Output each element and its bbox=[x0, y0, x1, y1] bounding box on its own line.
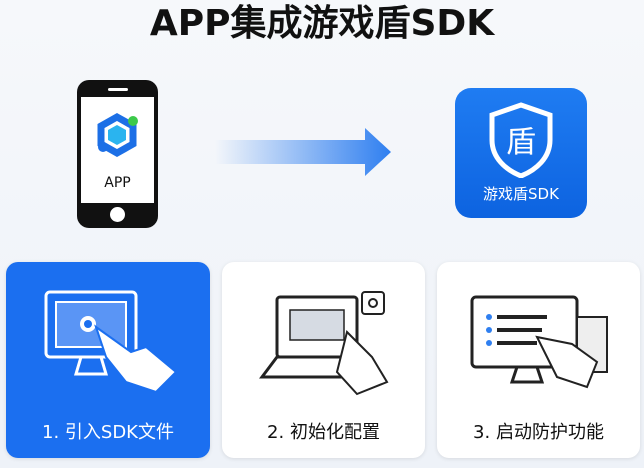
phone-speaker bbox=[108, 88, 128, 91]
sdk-badge: 盾 游戏盾SDK bbox=[455, 88, 587, 218]
home-button-icon bbox=[110, 207, 125, 222]
app-label: APP bbox=[104, 175, 131, 191]
phone-screen: APP bbox=[81, 97, 154, 203]
step-label: 1. 引入SDK文件 bbox=[42, 422, 174, 443]
step-card-init-config: 2. 初始化配置 bbox=[222, 262, 425, 458]
monitor-protection-icon bbox=[470, 295, 608, 389]
step-card-enable-protection: 3. 启动防护功能 bbox=[437, 262, 640, 458]
step-card-import-sdk: 1. 引入SDK文件 bbox=[6, 262, 210, 458]
step-label: 3. 启动防护功能 bbox=[473, 422, 604, 443]
phone-illustration: APP bbox=[77, 80, 158, 228]
app-logo-icon bbox=[97, 112, 138, 158]
sdk-label: 游戏盾SDK bbox=[483, 185, 559, 203]
shield-icon: 盾 bbox=[489, 102, 553, 178]
step-label: 2. 初始化配置 bbox=[267, 422, 380, 443]
page-title: APP集成游戏盾SDK bbox=[149, 3, 495, 44]
monitor-touch-icon bbox=[44, 290, 178, 394]
laptop-config-icon bbox=[259, 291, 389, 396]
shield-char: 盾 bbox=[506, 125, 536, 160]
arrow-right-icon bbox=[215, 128, 391, 176]
